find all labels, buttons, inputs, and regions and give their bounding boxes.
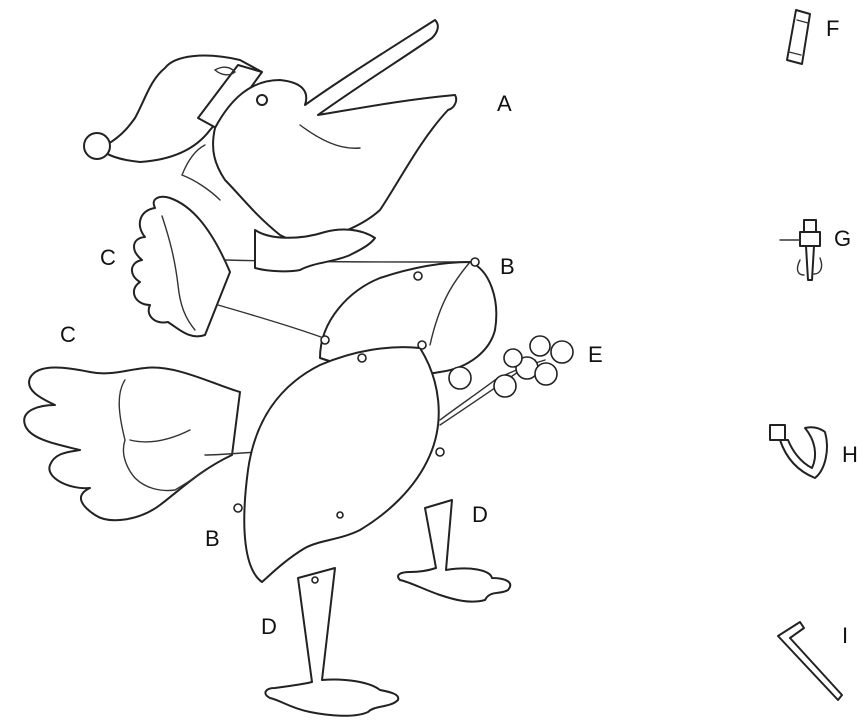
pelican-head-icon <box>83 19 458 273</box>
label-g: G <box>834 226 852 251</box>
label-d-right: D <box>472 502 488 527</box>
label-f: F <box>826 16 840 41</box>
foot-right-icon <box>397 499 512 603</box>
label-c-bottom: C <box>60 322 76 347</box>
label-b-top: B <box>500 254 515 279</box>
label-e: E <box>588 342 603 367</box>
fuse-icon <box>786 9 811 65</box>
label-i: I <box>842 623 849 648</box>
ground-stake-icon <box>777 621 843 701</box>
body-panel-front-icon <box>233 340 445 583</box>
wing-upper-icon <box>131 195 231 338</box>
label-c-top: C <box>100 245 116 270</box>
stake-connector-icon <box>779 219 823 281</box>
label-b-bottom: B <box>205 526 220 551</box>
foot-left-icon <box>264 567 400 717</box>
label-a: A <box>497 91 512 116</box>
zip-tie-icon <box>769 424 828 479</box>
label-h: H <box>842 442 858 467</box>
berry-cluster-icon <box>439 335 574 426</box>
wing-lower-icon <box>23 366 241 522</box>
label-d-left: D <box>261 614 277 639</box>
